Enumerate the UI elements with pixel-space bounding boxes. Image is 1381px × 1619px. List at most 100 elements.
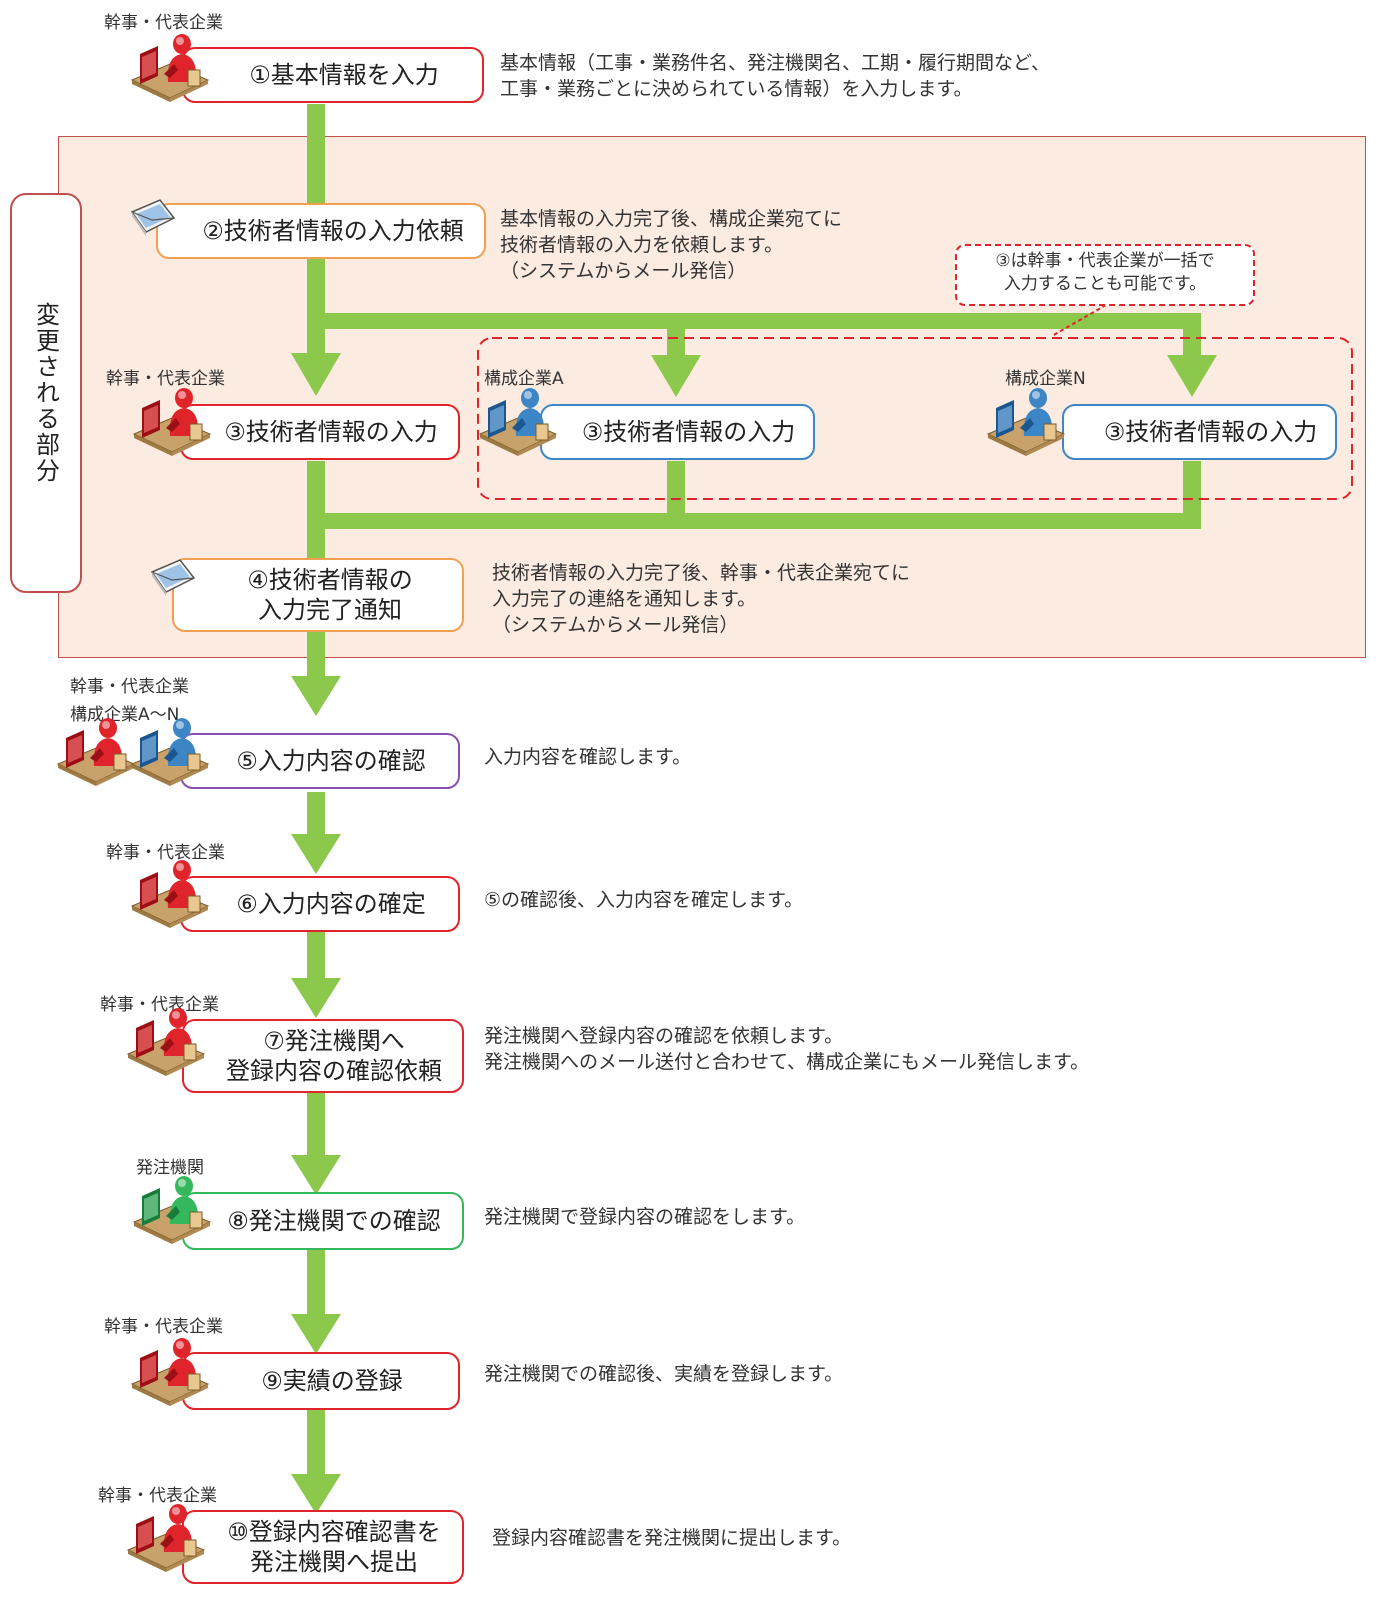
arrow-head-3 — [291, 353, 341, 396]
step-3n-label: ③技術者情報の入力 — [1103, 418, 1318, 446]
flow-line-4-5 — [307, 632, 325, 676]
step-4-desc: 技術者情報の入力完了後、幹事・代表企業宛てに 入力完了の連絡を通知します。 （シ… — [492, 560, 910, 638]
envelope-icon — [150, 558, 196, 602]
step-3n-box: ③技術者情報の入力 — [1062, 404, 1337, 460]
desc-line: 発注機関へ登録内容の確認を依頼します。 — [484, 1025, 844, 1047]
envelope-icon — [130, 198, 176, 242]
flow-line-branch-n — [1183, 313, 1201, 355]
label-line: 登録内容の確認依頼 — [226, 1057, 442, 1085]
person-at-desk-red-icon — [56, 714, 136, 790]
step-8-box: ⑧発注機関での確認 — [182, 1192, 464, 1250]
actor-line: 構成企業A〜N — [70, 705, 180, 725]
flow-line-2-3 — [307, 258, 325, 353]
step-4-label: ④技術者情報の 入力完了通知 — [247, 565, 413, 625]
arrow-head-7 — [291, 978, 341, 1018]
desc-line: 技術者情報の入力完了後、幹事・代表企業宛てに — [492, 562, 911, 584]
desc-line: 発注機関へのメール送付と合わせて、構成企業にもメール発信します。 — [484, 1051, 1090, 1073]
step-7-label: ⑦発注機関へ 登録内容の確認依頼 — [226, 1026, 442, 1086]
step-1-desc: 基本情報（工事・業務件名、発注機関名、工期・履行期間など、 工事・業務ごとに決め… — [500, 50, 1050, 102]
flow-line-1-2 — [307, 104, 325, 204]
step-9-desc: 発注機関での確認後、実績を登録します。 — [484, 1361, 843, 1387]
note-pointer — [1051, 304, 1107, 337]
step-5-desc: 入力内容を確認します。 — [484, 744, 691, 770]
step-1-box: ①基本情報を入力 — [182, 47, 484, 103]
step-10-label: ⑩登録内容確認書を 発注機関へ提出 — [227, 1517, 441, 1577]
desc-line: 発注機関で登録内容の確認をします。 — [484, 1206, 806, 1228]
step-3-box: ③技術者情報の入力 — [180, 404, 460, 460]
person-at-desk-blue-icon — [986, 384, 1066, 460]
flow-line-merge-a — [667, 461, 685, 519]
person-at-desk-red-icon — [130, 30, 210, 106]
person-at-desk-red-icon — [132, 384, 212, 460]
person-at-desk-red-icon — [126, 1500, 206, 1576]
desc-line: 入力完了の連絡を通知します。 — [492, 588, 757, 610]
label-line: 発注機関へ提出 — [249, 1548, 418, 1576]
step-10-box: ⑩登録内容確認書を 発注機関へ提出 — [182, 1510, 464, 1584]
actor-label: 幹事・代表企業 — [104, 1317, 223, 1337]
step-7-box: ⑦発注機関へ 登録内容の確認依頼 — [182, 1019, 464, 1093]
step-9-box: ⑨実績の登録 — [182, 1352, 460, 1410]
label-line: ⑦発注機関へ — [263, 1027, 405, 1055]
person-at-desk-blue-icon — [478, 384, 558, 460]
step-10-desc: 登録内容確認書を発注機関に提出します。 — [492, 1525, 851, 1551]
step-1-label: ①基本情報を入力 — [249, 61, 439, 89]
person-at-desk-green-icon — [132, 1172, 212, 1248]
flow-line-8-9 — [307, 1250, 325, 1314]
actor-label: 幹事・代表企業 — [106, 843, 225, 863]
label-line: ④技術者情報の — [247, 566, 413, 594]
step-6-label: ⑥入力内容の確定 — [236, 890, 426, 918]
actor-label: 構成企業N — [1005, 369, 1086, 389]
step-9-label: ⑨実績の登録 — [261, 1367, 403, 1395]
desc-line: 工事・業務ごとに決められている情報）を入力します。 — [500, 78, 973, 100]
flow-line-7-8 — [307, 1093, 325, 1155]
note-line-2: 入力することも可能です。 — [1003, 274, 1207, 294]
step-2-box: ②技術者情報の入力依頼 — [156, 203, 486, 259]
flow-line-merge-n — [1183, 461, 1201, 529]
person-at-desk-red-icon — [130, 1334, 210, 1410]
step-3a-label: ③技術者情報の入力 — [581, 418, 796, 446]
changed-zone-label: 変更される部分 — [10, 193, 82, 593]
actor-label: 幹事・代表企業 構成企業A〜N — [70, 673, 189, 729]
step-3-label: ③技術者情報の入力 — [224, 418, 438, 446]
label-line: 入力完了通知 — [257, 596, 402, 624]
arrow-head-8 — [291, 1155, 341, 1195]
actor-label: 発注機関 — [136, 1158, 204, 1178]
arrow-head-10 — [291, 1474, 341, 1514]
actor-label: 幹事・代表企業 — [106, 369, 225, 389]
desc-line: ⑤の確認後、入力内容を確定します。 — [484, 889, 804, 911]
arrow-head-5 — [291, 676, 341, 716]
desc-line: 発注機関での確認後、実績を登録します。 — [484, 1363, 844, 1385]
step-6-desc: ⑤の確認後、入力内容を確定します。 — [484, 887, 803, 913]
label-line: ⑩登録内容確認書を — [227, 1518, 441, 1546]
step-6-box: ⑥入力内容の確定 — [180, 876, 460, 932]
arrow-head-3n — [1167, 355, 1217, 397]
step-5-box: ⑤入力内容の確認 — [180, 733, 460, 789]
desc-line: 基本情報（工事・業務件名、発注機関名、工期・履行期間など、 — [500, 52, 1051, 74]
person-at-desk-blue-icon — [130, 714, 210, 790]
actor-label: 構成企業A — [484, 369, 564, 389]
step-2-label: ②技術者情報の入力依頼 — [202, 217, 464, 245]
arrow-head-6 — [291, 834, 341, 874]
desc-line: （システムからメール発信） — [492, 614, 739, 636]
desc-line: 基本情報の入力完了後、構成企業宛てに — [500, 208, 843, 230]
note-bulk-input: ③は幹事・代表企業が一括で 入力することも可能です。 — [955, 244, 1255, 306]
arrow-head-3a — [651, 355, 701, 397]
step-8-desc: 発注機関で登録内容の確認をします。 — [484, 1204, 805, 1230]
arrow-head-9 — [291, 1314, 341, 1354]
flow-line-branch-a — [667, 313, 685, 355]
step-5-label: ⑤入力内容の確認 — [236, 747, 426, 775]
desc-line: 登録内容確認書を発注機関に提出します。 — [492, 1527, 852, 1549]
actor-label: 幹事・代表企業 — [104, 13, 223, 33]
desc-line: 入力内容を確認します。 — [484, 746, 692, 768]
person-at-desk-red-icon — [126, 1004, 206, 1080]
person-at-desk-red-icon — [130, 856, 210, 932]
flow-line-6-7 — [307, 932, 325, 978]
flow-line-9-10 — [307, 1410, 325, 1474]
step-2-desc: 基本情報の入力完了後、構成企業宛てに 技術者情報の入力を依頼します。 （システム… — [500, 206, 842, 284]
flow-line-5-6 — [307, 792, 325, 834]
note-line-1: ③は幹事・代表企業が一括で — [995, 251, 1215, 271]
flow-line-branch-h — [307, 313, 1197, 329]
step-3a-box: ③技術者情報の入力 — [540, 404, 815, 460]
flow-line-3-4 — [307, 461, 325, 559]
